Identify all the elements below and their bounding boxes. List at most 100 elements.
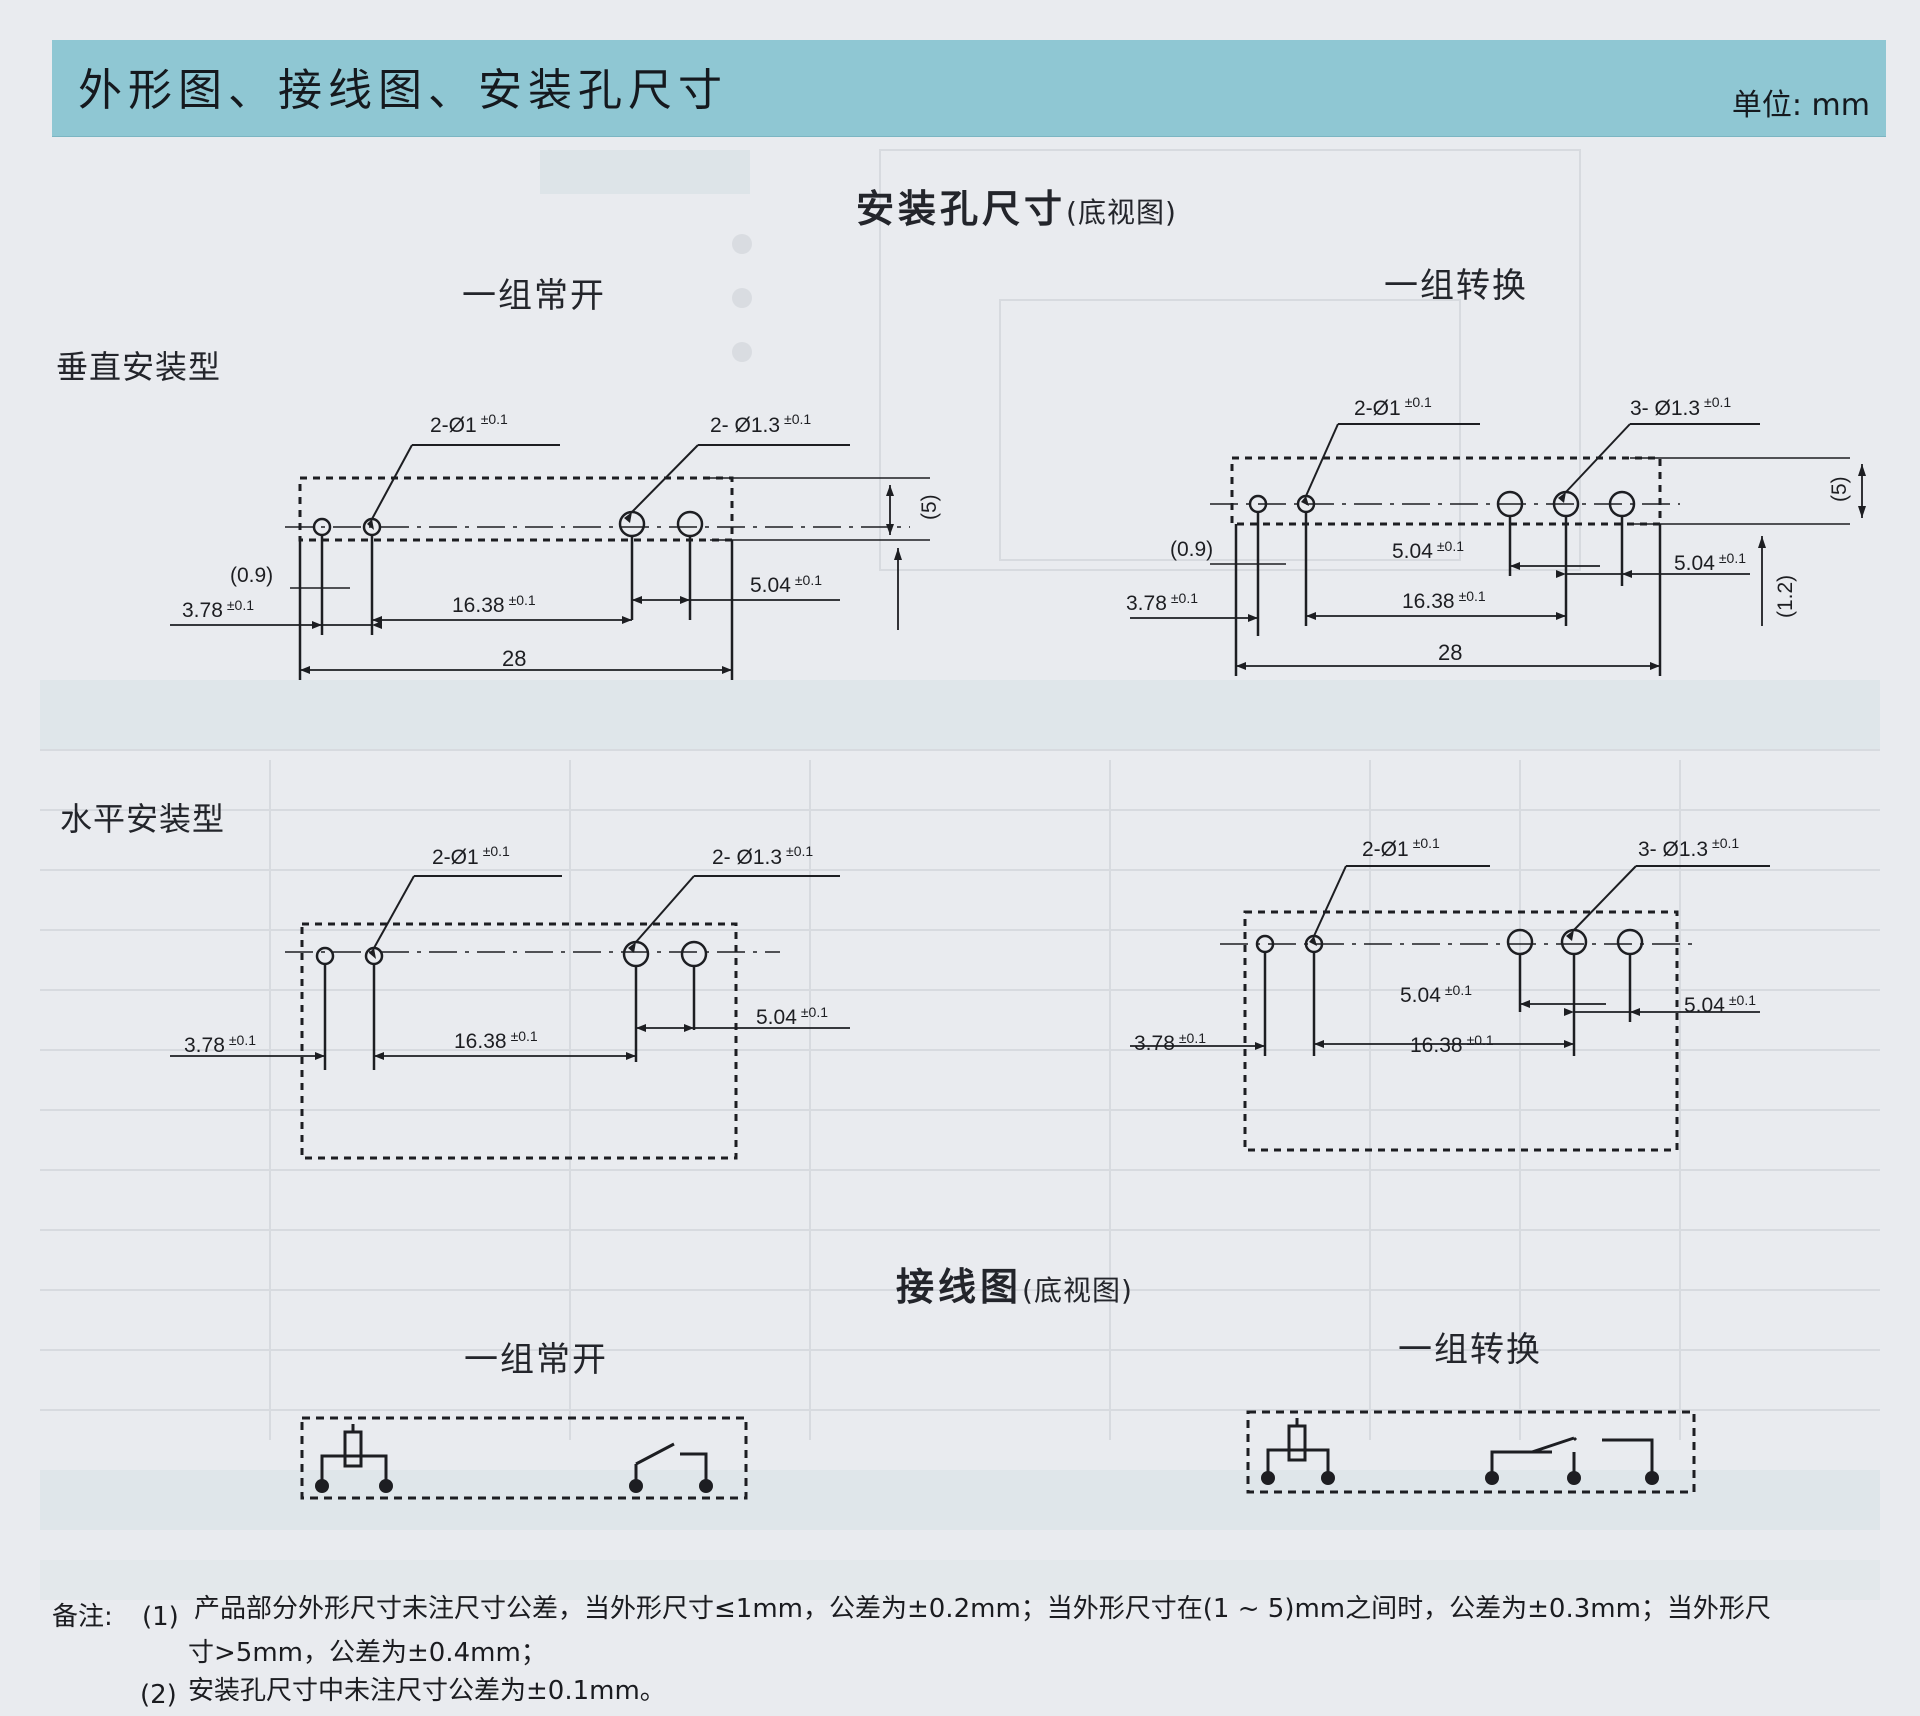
dim-5.04: 5.04 <box>1684 994 1725 1017</box>
wiring-subtitle: (底视图) <box>1022 1274 1133 1307</box>
diagram-horizontal-co: 2-Ø1±0.1 3- Ø1.3±0.1 3.78±0.1 5.04±0.1 1… <box>1130 835 1770 1152</box>
tol-label: ±0.1 <box>1445 982 1472 998</box>
hole-small-label: 2-Ø1 <box>430 414 477 437</box>
tol-label: ±0.1 <box>1413 835 1440 851</box>
dim-5: (5) <box>1828 476 1851 502</box>
tol-label: ±0.1 <box>1437 538 1464 554</box>
svg-text:2-Ø1±0.1: 2-Ø1±0.1 <box>1354 394 1432 420</box>
dim-16.38: 16.38 <box>1402 590 1455 613</box>
tol-label: ±0.1 <box>1179 1030 1206 1046</box>
dim-5.04: 5.04 <box>1392 540 1433 563</box>
dim-5.04: 5.04 <box>1400 984 1441 1007</box>
svg-text:3- Ø1.3±0.1: 3- Ø1.3±0.1 <box>1638 835 1739 861</box>
tol-label: ±0.1 <box>481 411 508 427</box>
svg-text:5.04±0.1: 5.04±0.1 <box>1684 992 1756 1017</box>
wiring-diagram-no <box>300 1416 748 1500</box>
diagram-vertical-no: 2-Ø1±0.1 2- Ø1.3±0.1 (0.9) 3.78±0.1 16.3… <box>170 411 941 680</box>
dim-16.38: 16.38 <box>452 594 505 617</box>
svg-text:5.04±0.1: 5.04±0.1 <box>756 1004 828 1029</box>
mounting-title: 安装孔尺寸 <box>856 187 1067 231</box>
tol-label: ±0.1 <box>1712 835 1739 851</box>
svg-text:16.38±0.1: 16.38±0.1 <box>1402 588 1486 613</box>
dim-5: (5) <box>918 494 941 520</box>
notes-label: 备注: <box>52 1602 113 1632</box>
tol-label: ±0.1 <box>509 592 536 608</box>
svg-text:5.04±0.1: 5.04±0.1 <box>1400 982 1472 1007</box>
svg-text:3.78±0.1: 3.78±0.1 <box>182 597 254 622</box>
dim-1.2: (1.2) <box>1774 575 1797 618</box>
note-1-text: 产品部分外形尺寸未注尺寸公差，当外形尺寸≤1mm，公差为±0.2mm；当外形尺寸… <box>194 1594 1771 1624</box>
tol-label: ±0.1 <box>483 843 510 859</box>
page-title: 外形图、接线图、安装孔尺寸 <box>78 65 728 116</box>
svg-text:5.04±0.1: 5.04±0.1 <box>1674 550 1746 575</box>
note-2-text: 安装孔尺寸中未注尺寸公差为±0.1mm。 <box>188 1676 666 1706</box>
tol-label: ±0.1 <box>1459 588 1486 604</box>
mounting-section-title: 安装孔尺寸(底视图) <box>856 178 1177 233</box>
horizontal-mount-label: 水平安装型 <box>60 800 226 838</box>
dim-3.78: 3.78 <box>184 1034 225 1057</box>
tol-label: ±0.1 <box>227 597 254 613</box>
unit-label: 单位: mm <box>1731 88 1870 123</box>
dim-28: 28 <box>1438 640 1462 665</box>
hole-small-label: 2-Ø1 <box>432 846 479 869</box>
wiring-group-no: 一组常开 <box>464 1340 608 1380</box>
tol-label: ±0.1 <box>229 1032 256 1048</box>
tol-label: ±0.1 <box>795 572 822 588</box>
dim-5.04: 5.04 <box>750 574 791 597</box>
tol-label: ±0.1 <box>1704 394 1731 410</box>
svg-text:2- Ø1.3±0.1: 2- Ø1.3±0.1 <box>710 411 811 437</box>
svg-text:16.38±0.1: 16.38±0.1 <box>454 1028 538 1053</box>
tol-label: ±0.1 <box>511 1028 538 1044</box>
svg-text:2- Ø1.3±0.1: 2- Ø1.3±0.1 <box>712 843 813 869</box>
dim-3.78: 3.78 <box>1126 592 1167 615</box>
mounting-group-no: 一组常开 <box>462 276 606 316</box>
tol-label: ±0.1 <box>1405 394 1432 410</box>
dim-3.78: 3.78 <box>1134 1032 1175 1055</box>
svg-text:3.78±0.1: 3.78±0.1 <box>184 1032 256 1057</box>
diagram-vertical-co: 2-Ø1±0.1 3- Ø1.3±0.1 (0.9) 3.78±0.1 5.04… <box>1126 394 1866 676</box>
svg-text:16.38±0.1: 16.38±0.1 <box>452 592 536 617</box>
wiring-group-co: 一组转换 <box>1398 1330 1542 1370</box>
tol-label: ±0.1 <box>784 411 811 427</box>
hole-small-label: 2-Ø1 <box>1354 397 1401 420</box>
dim-0.9: (0.9) <box>1170 538 1213 561</box>
svg-text:3.78±0.1: 3.78±0.1 <box>1126 590 1198 615</box>
tol-label: ±0.1 <box>1729 992 1756 1008</box>
vertical-mount-label: 垂直安装型 <box>56 348 222 386</box>
wiring-diagram-co <box>1246 1410 1696 1494</box>
diagram-horizontal-no: 2-Ø1±0.1 2- Ø1.3±0.1 3.78±0.1 16.38±0.1 … <box>170 843 850 1160</box>
tol-label: ±0.1 <box>1467 1032 1494 1048</box>
svg-text:16.38±0.1: 16.38±0.1 <box>1410 1032 1494 1057</box>
hole-large-label: 2- Ø1.3 <box>712 846 782 869</box>
header-bar: 外形图、接线图、安装孔尺寸 单位: mm <box>52 40 1886 136</box>
dim-5.04: 5.04 <box>756 1006 797 1029</box>
dim-3.78: 3.78 <box>182 599 223 622</box>
hole-small-label: 2-Ø1 <box>1362 838 1409 861</box>
dim-16.38: 16.38 <box>1410 1034 1463 1057</box>
tol-label: ±0.1 <box>786 843 813 859</box>
svg-text:3- Ø1.3±0.1: 3- Ø1.3±0.1 <box>1630 394 1731 420</box>
dim-16.38: 16.38 <box>454 1030 507 1053</box>
coil-icon <box>1287 1424 1307 1462</box>
dim-0.9: (0.9) <box>230 564 273 587</box>
svg-text:3.78±0.1: 3.78±0.1 <box>1134 1030 1206 1055</box>
coil-icon <box>343 1430 363 1468</box>
switch-contact-icon <box>1531 1436 1575 1454</box>
svg-text:2-Ø1±0.1: 2-Ø1±0.1 <box>1362 835 1440 861</box>
note-2-number: (2) <box>140 1680 177 1710</box>
svg-text:5.04±0.1: 5.04±0.1 <box>1392 538 1464 563</box>
wiring-title: 接线图 <box>896 1265 1023 1309</box>
note-1-number: (1) <box>142 1602 179 1632</box>
svg-text:2-Ø1±0.1: 2-Ø1±0.1 <box>430 411 508 437</box>
svg-text:2-Ø1±0.1: 2-Ø1±0.1 <box>432 843 510 869</box>
wiring-section-title: 接线图(底视图) <box>896 1256 1133 1311</box>
switch-contact-icon <box>635 1442 675 1466</box>
note-1-text-cont: 寸>5mm，公差为±0.4mm； <box>188 1638 547 1668</box>
mounting-subtitle: (底视图) <box>1066 196 1177 229</box>
hole-large-label: 3- Ø1.3 <box>1630 397 1700 420</box>
tol-label: ±0.1 <box>801 1004 828 1020</box>
dim-28: 28 <box>502 646 526 671</box>
dim-5.04: 5.04 <box>1674 552 1715 575</box>
tol-label: ±0.1 <box>1171 590 1198 606</box>
hole-large-label: 2- Ø1.3 <box>710 414 780 437</box>
